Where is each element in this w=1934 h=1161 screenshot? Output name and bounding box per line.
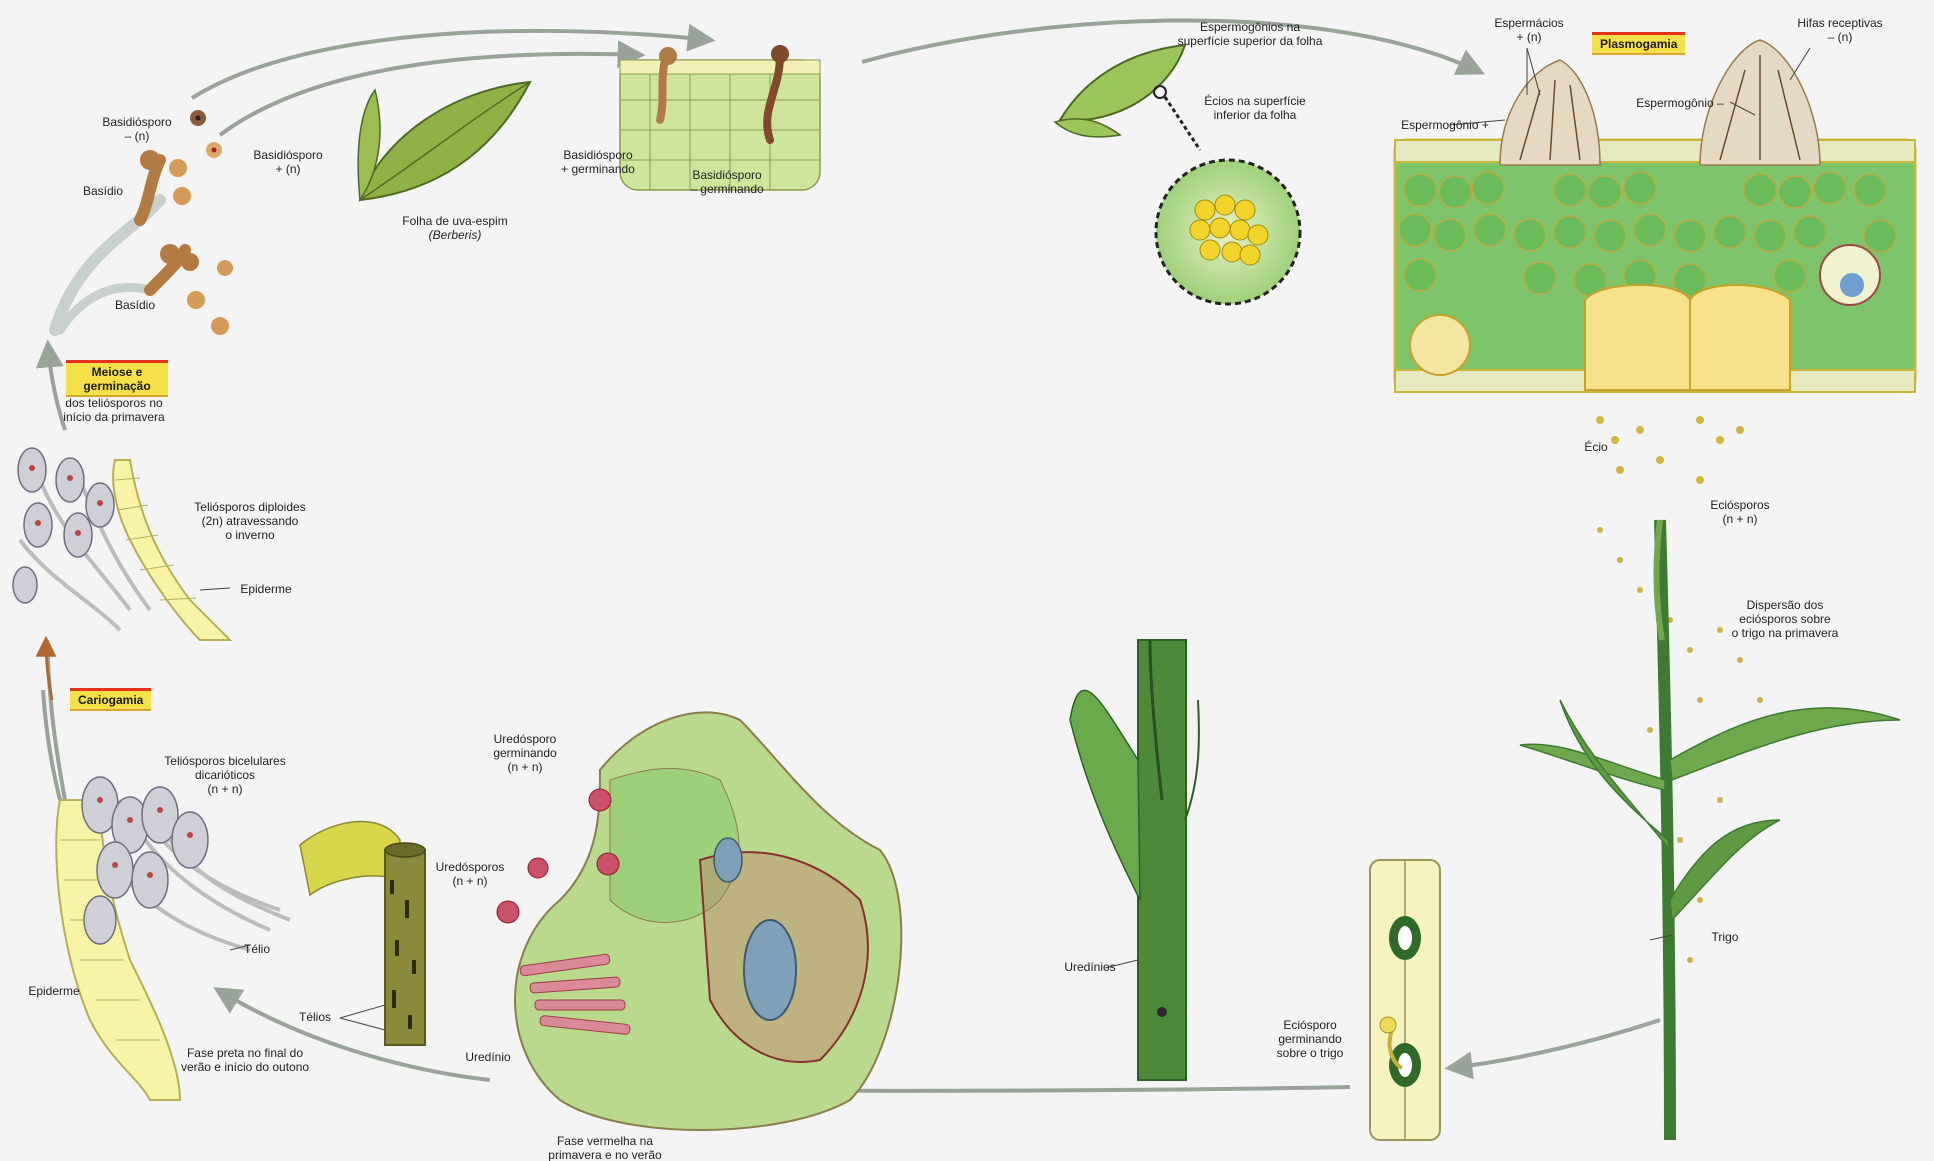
label-uredosporo-germ: Uredósporo germinando (n + n): [470, 732, 580, 774]
label-folha-uva: Folha de uva-espim: [395, 214, 515, 228]
diploid-teliospores-illustration: [13, 448, 230, 640]
label-dos-teliosporos: dos teliósporos no início da primavera: [44, 396, 184, 424]
stage-cariogamia-tag: Cariogamia: [70, 688, 151, 711]
label-basidiosporo-minus: Basidiósporo – (n): [82, 115, 192, 143]
label-epiderme-bottom: Epiderme: [14, 984, 94, 998]
label-basid-minus-germ: Basidiósporo – germinando: [672, 168, 782, 196]
barberry-leaf-illustration: [358, 82, 530, 200]
uredinium-cross-section: [497, 712, 901, 1130]
wheat-epidermis-aeciospore: [1370, 860, 1440, 1140]
label-ecio: Écio: [1576, 440, 1616, 454]
label-telios: Télios: [290, 1010, 340, 1024]
aecia-magnified-circle: [1156, 160, 1300, 304]
label-espermogonio-minus: Espermogônio –: [1620, 96, 1740, 110]
label-berberis: (Berberis): [395, 228, 515, 242]
label-epiderme-top: Epiderme: [226, 582, 306, 596]
label-espermacios: Espermácios + (n): [1484, 16, 1574, 44]
label-eciosporo-germ: Eciósporo germinando sobre o trigo: [1260, 1018, 1360, 1060]
label-fase-vermelha: Fase vermelha na primavera e no verão: [530, 1134, 680, 1161]
label-uredinios: Uredínios: [1050, 960, 1130, 974]
label-ecios-sup: Écios na superfície inferior da folha: [1190, 94, 1320, 122]
label-telio: Télio: [232, 942, 282, 956]
stage-meiose-tag: Meiose e germinação: [66, 360, 168, 397]
label-basidio-bottom: Basídio: [100, 298, 170, 312]
label-hifas: Hifas receptivas – (n): [1780, 16, 1900, 44]
label-uredinio: Uredínio: [448, 1050, 528, 1064]
uredinia-stem-illustration: [1070, 640, 1199, 1080]
stage-plasmogamia-tag: Plasmogamia: [1592, 32, 1685, 55]
label-eciosporos: Eciósporos (n + n): [1690, 498, 1790, 526]
label-fase-preta: Fase preta no final do verão e início do…: [160, 1046, 330, 1074]
label-teliosporos-bicel: Teliósporos bicelulares dicarióticos (n …: [140, 754, 310, 796]
label-basidiosporo-plus: Basidiósporo + (n): [238, 148, 338, 176]
label-dispersao: Dispersão dos eciósporos sobre o trigo n…: [1720, 598, 1850, 640]
label-uredosporos: Uredósporos (n + n): [420, 860, 520, 888]
label-espermogonios: Espermogônios na superfície superior da …: [1160, 20, 1340, 48]
label-basid-plus-germ: Basidiósporo + germinando: [548, 148, 648, 176]
label-trigo: Trigo: [1700, 930, 1750, 944]
label-espermogonio-plus: Espermogônio +: [1380, 118, 1510, 132]
label-basidio-top: Basídio: [68, 184, 138, 198]
label-teliosporos-dipl: Teliósporos diploides (2n) atravessando …: [180, 500, 320, 542]
infected-leaf-illustration: [1055, 45, 1200, 150]
